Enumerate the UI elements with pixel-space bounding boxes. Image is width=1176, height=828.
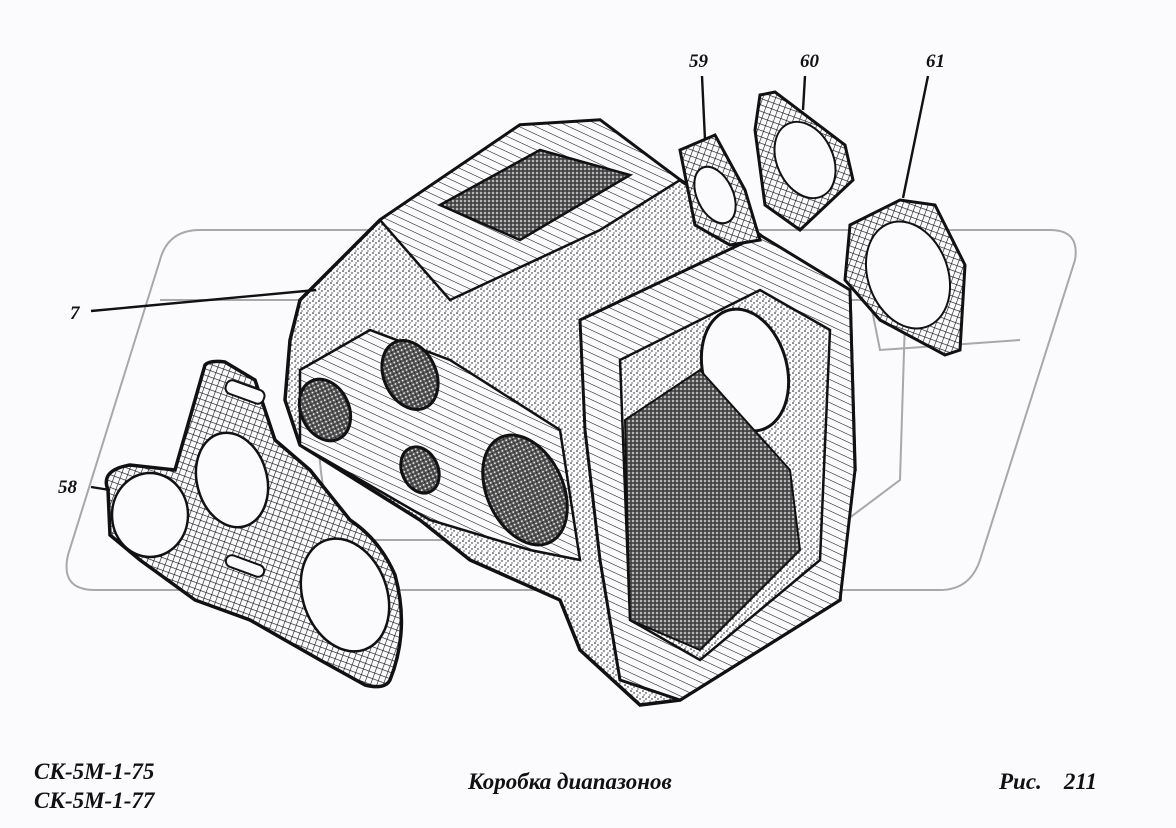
figure-reference: Рис. 211 xyxy=(999,770,1097,793)
model-code-2: СК-5М-1-77 xyxy=(34,788,155,813)
model-codes: СК-5М-1-75 СК-5М-1-77 xyxy=(34,760,154,818)
gasket-61 xyxy=(843,198,967,357)
gasket-60 xyxy=(753,90,855,232)
figure-prefix: Рис. xyxy=(999,769,1042,794)
callout-7: 7 xyxy=(70,303,80,324)
figure-caption: Коробка диапазонов xyxy=(468,769,672,794)
gasket-59 xyxy=(678,133,762,247)
callout-61: 61 xyxy=(926,51,945,72)
callout-60: 60 xyxy=(800,51,819,72)
gasket-58 xyxy=(104,359,404,689)
figure-number: 211 xyxy=(1063,769,1098,794)
model-code-1: СК-5М-1-75 xyxy=(34,759,155,784)
callout-58: 58 xyxy=(58,477,77,498)
callout-59: 59 xyxy=(689,51,708,72)
leader-lines xyxy=(90,75,930,492)
gearbox-housing-7 xyxy=(283,118,857,707)
